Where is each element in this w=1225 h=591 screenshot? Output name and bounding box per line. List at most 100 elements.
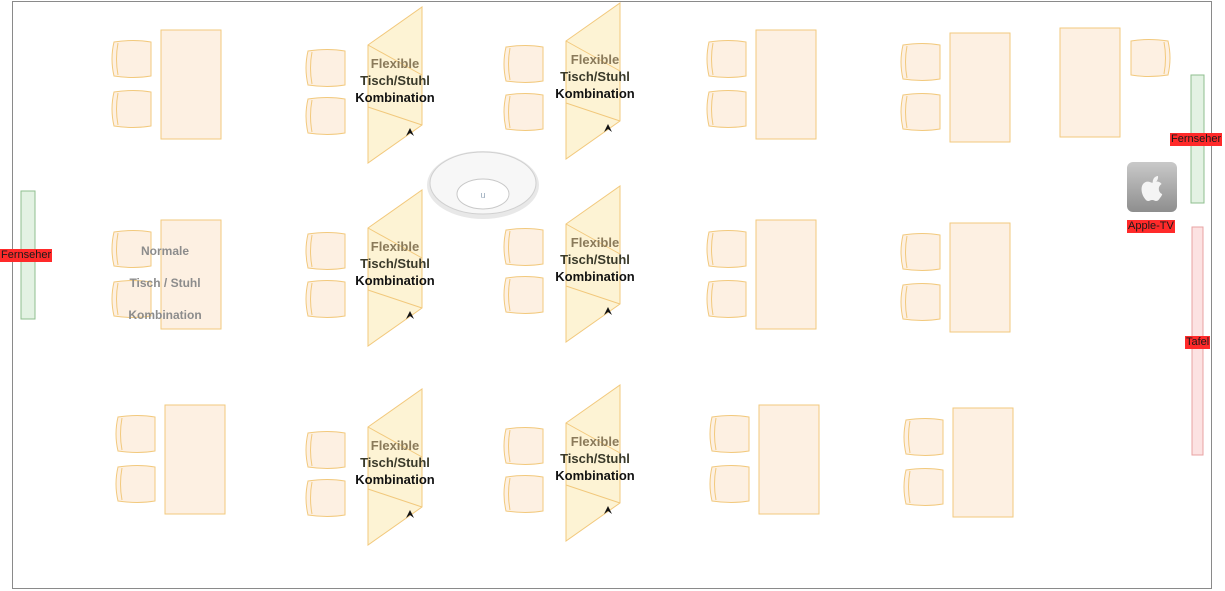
chair (900, 283, 941, 321)
chair (709, 465, 750, 503)
flexible-group-label-line-3: Kombination (555, 468, 635, 483)
flexible-group-label-line-3: Kombination (355, 90, 435, 105)
table (1059, 27, 1121, 138)
board-label: Tafel (1185, 336, 1211, 349)
chair-backrest (310, 282, 313, 316)
chair (305, 479, 346, 517)
normal-group-label-line-3: Kombination (128, 308, 202, 322)
chair (305, 431, 346, 469)
chair-backrest (1163, 41, 1166, 75)
table (164, 404, 226, 515)
chair-backrest (310, 99, 313, 133)
chair (706, 90, 747, 128)
flexible-table-fold (565, 40, 621, 72)
flexible-table-fold (565, 484, 621, 504)
classroom-outline (12, 1, 1212, 589)
apple-logo-icon (1141, 176, 1163, 202)
arrow-up-icon (406, 311, 414, 319)
chair-backrest (508, 278, 511, 312)
normal-group-label-line-2: Tisch / Stuhl (129, 276, 201, 290)
chair (900, 233, 941, 271)
flexible-group-label-line-3: Kombination (555, 269, 635, 284)
chair-backrest (714, 467, 717, 501)
table (949, 32, 1011, 143)
chair (115, 415, 156, 453)
flexible-group-label-line-2: Tisch/Stuhl (360, 73, 430, 88)
table (160, 29, 222, 140)
access-point-logo: u (480, 190, 485, 200)
chair (111, 40, 152, 78)
chair-backrest (310, 51, 313, 85)
flexible-table-fold (367, 289, 423, 309)
chair-backrest (714, 417, 717, 451)
table (949, 222, 1011, 333)
flexible-group-label-line-2: Tisch/Stuhl (560, 252, 630, 267)
chair (503, 475, 544, 513)
arrow-up-icon (406, 128, 414, 136)
flexible-group-label-line-3: Kombination (555, 86, 635, 101)
arrow-up-icon (604, 124, 612, 132)
chair (706, 230, 747, 268)
flexible-table-fold (565, 422, 621, 454)
chair-backrest (508, 95, 511, 129)
chair (305, 280, 346, 318)
chair (111, 90, 152, 128)
chair-backrest (908, 470, 911, 504)
chair-backrest (711, 282, 714, 316)
chair-backrest (508, 230, 511, 264)
chair-backrest (120, 467, 123, 501)
flexible-group-label-line-1: Flexible (570, 235, 620, 250)
chair (503, 45, 544, 83)
chair-backrest (116, 92, 119, 126)
table (755, 29, 817, 140)
tv-left-label: Fernseher (0, 249, 53, 262)
arrow-up-icon (406, 510, 414, 518)
chair-backrest (116, 282, 119, 316)
flexible-group-label-line-1: Flexible (570, 434, 620, 449)
chair (900, 43, 941, 81)
chair-backrest (310, 481, 313, 515)
chair-backrest (120, 417, 123, 451)
chair (1130, 39, 1171, 77)
flexible-table-fold (565, 102, 621, 122)
chair-backrest (116, 42, 119, 76)
chair-backrest (310, 433, 313, 467)
chair (903, 418, 944, 456)
chair (706, 40, 747, 78)
chair (111, 280, 152, 318)
chair (305, 97, 346, 135)
arrow-up-icon (604, 307, 612, 315)
flexible-group-label-line-3: Kombination (355, 273, 435, 288)
flexible-group-label-line-1: Flexible (370, 438, 420, 453)
table (160, 219, 222, 330)
table (952, 407, 1014, 518)
table (758, 404, 820, 515)
chair-backrest (905, 95, 908, 129)
chair (903, 468, 944, 506)
flexible-group-label-line-1: Flexible (370, 239, 420, 254)
flexible-group-label-line-2: Tisch/Stuhl (360, 256, 430, 271)
chair-backrest (310, 234, 313, 268)
apple-tv-label: Apple-TV (1127, 220, 1175, 233)
chair-backrest (905, 235, 908, 269)
flexible-table-fold (565, 223, 621, 255)
chair-backrest (711, 42, 714, 76)
chair (503, 228, 544, 266)
apple-tv-device (1127, 162, 1177, 212)
chair (503, 93, 544, 131)
chair-backrest (711, 92, 714, 126)
flexible-group-label-line-1: Flexible (370, 56, 420, 71)
flexible-group-label-line-2: Tisch/Stuhl (360, 455, 430, 470)
chair-backrest (908, 420, 911, 454)
chair (305, 49, 346, 87)
chair (115, 465, 156, 503)
chair (503, 427, 544, 465)
flexible-group-label-line-1: Flexible (570, 52, 620, 67)
chair (305, 232, 346, 270)
flexible-table-fold (367, 488, 423, 508)
chair (706, 280, 747, 318)
chair (900, 93, 941, 131)
chair-backrest (116, 232, 119, 266)
flexible-table-fold (367, 426, 423, 458)
